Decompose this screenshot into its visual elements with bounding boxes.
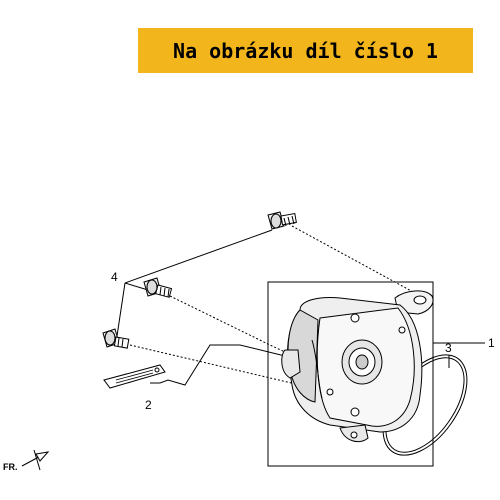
callout-part3: 3 <box>445 341 452 355</box>
part2-gasket <box>103 364 166 389</box>
part2-leader <box>150 344 286 386</box>
callout-part2: 2 <box>145 398 152 412</box>
part4-leader-a <box>124 229 273 284</box>
part1-pump-housing <box>281 290 434 443</box>
bolt-low <box>102 328 130 349</box>
bolt-guide-top <box>291 225 416 294</box>
part4-leader-b <box>124 282 149 291</box>
caption-text: Na obrázku díl číslo 1 <box>173 38 438 63</box>
bolt-top <box>267 211 297 230</box>
callout-part1: 1 <box>488 336 495 350</box>
bolt-mid <box>143 277 173 298</box>
bolt-guide-low <box>129 344 301 386</box>
direction-label: FR. <box>3 462 18 472</box>
fr-direction-arrow <box>21 449 50 471</box>
part4-leader-c <box>116 282 126 337</box>
caption-banner: Na obrázku díl číslo 1 <box>138 28 473 73</box>
part1-frame <box>267 281 434 467</box>
callout-part4: 4 <box>111 270 118 284</box>
bolt-guide-mid <box>169 295 286 353</box>
